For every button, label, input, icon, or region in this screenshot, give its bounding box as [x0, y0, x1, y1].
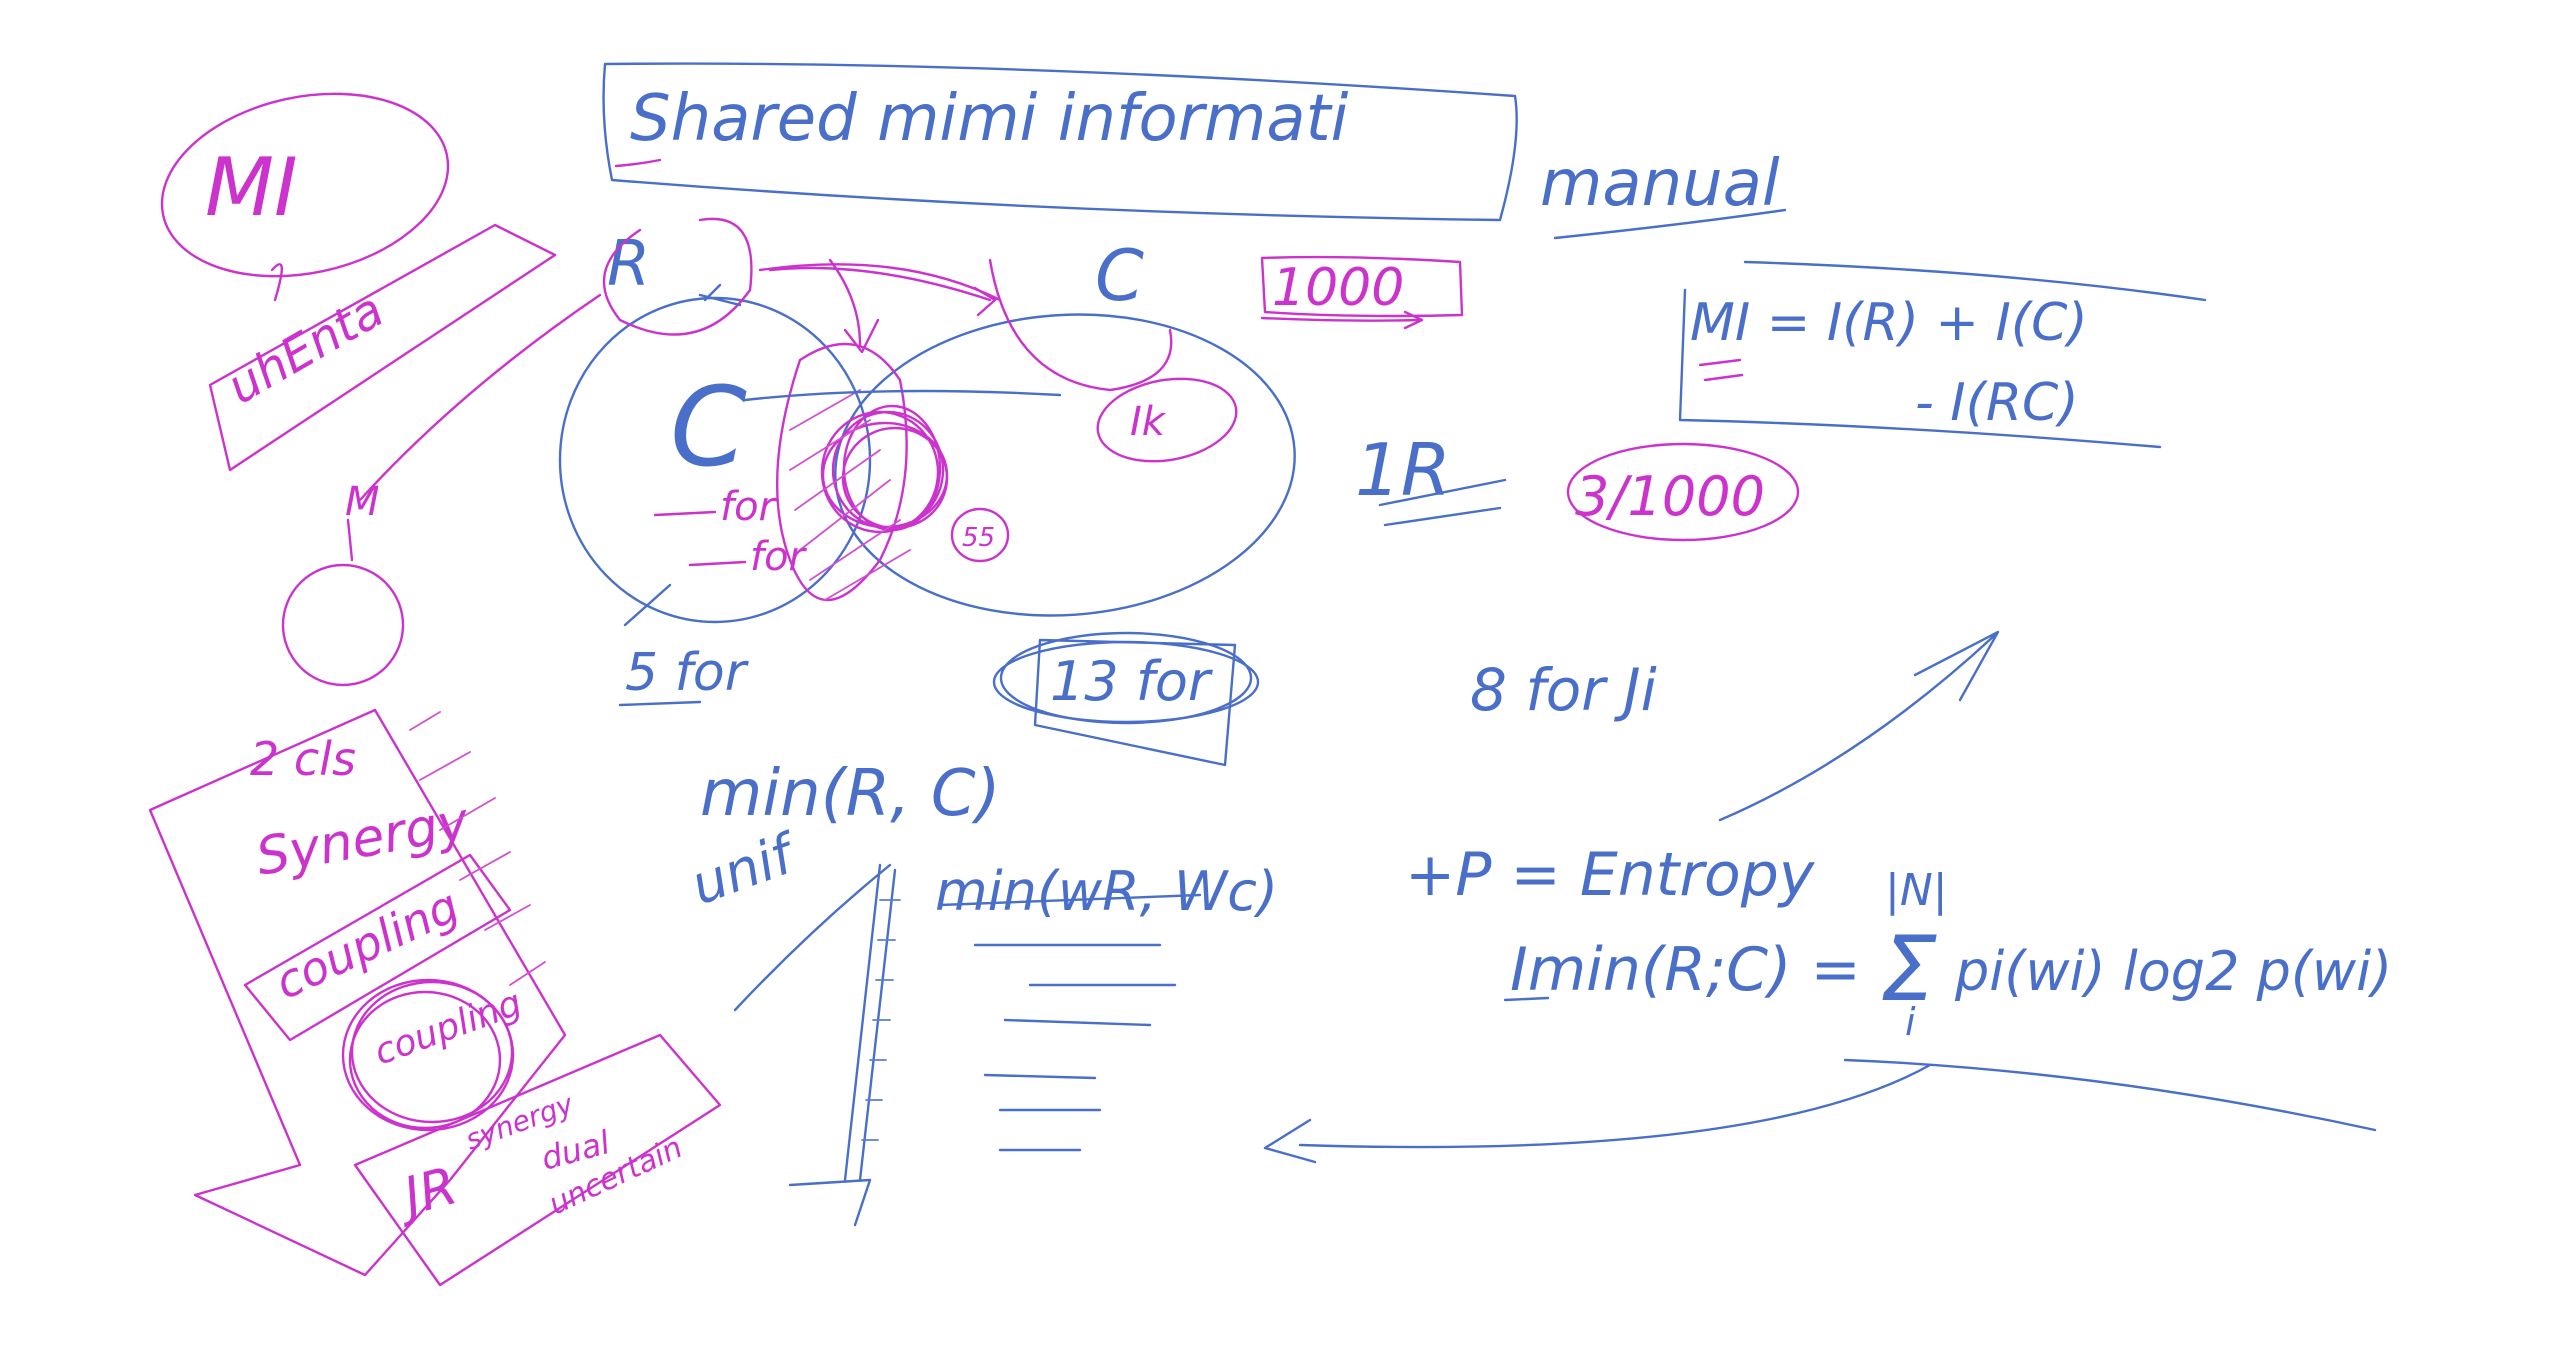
- for-label-2: for: [750, 534, 808, 580]
- mi-bubble-tail: [270, 263, 283, 302]
- long-arrow-up: [1718, 630, 2000, 822]
- tag-55-circle: [950, 507, 1010, 563]
- bar-lines: [938, 893, 1202, 1152]
- ik-bubble-text: Ik: [1130, 399, 1167, 445]
- small-circle: [281, 563, 405, 687]
- title-group: Shared mimi informati: [602, 62, 1518, 222]
- one-r-underline-1: [1378, 478, 1507, 507]
- five-for-underline: [618, 700, 702, 707]
- axis-ticks: [861, 899, 901, 1141]
- pink-loop-c: [988, 258, 1173, 392]
- return-arrow: [1263, 1063, 1932, 1164]
- formula-underline-long: [1843, 1058, 2377, 1132]
- five-for-text: 5 for: [625, 643, 750, 703]
- eight-for-text: 8 for Ji: [1470, 656, 1657, 724]
- counts-group: 5 for 13 for 8 for Ji: [618, 630, 2000, 822]
- c-inner-label: C: [670, 363, 747, 491]
- for-underline-2: [688, 560, 747, 567]
- pink-arrow-down: [828, 258, 880, 354]
- title-text: Shared mimi informati: [630, 82, 1349, 156]
- for-underline-1: [653, 510, 717, 517]
- min-w-text: min(wR, Wc): [935, 860, 1278, 923]
- thirteen-for-text: 13 for: [1050, 650, 1213, 713]
- mi-bubble-group: MI uhEnta: [160, 92, 557, 472]
- manual-group: manual 1000 1R 3/1000 MI = I(R) + I(C) -…: [1260, 147, 2207, 542]
- thirteen-box: [1033, 638, 1237, 767]
- tick-left: [623, 583, 672, 627]
- one-r-underline-2: [1383, 506, 1502, 527]
- i-min-bar: [1503, 996, 1550, 1002]
- sum-upper-text: |N|: [1885, 865, 1948, 916]
- c-label: C: [1095, 235, 1144, 317]
- manual-text: manual: [1540, 147, 1780, 221]
- formula-box: [1678, 260, 2207, 449]
- formula-mi-underline: [1698, 358, 1744, 382]
- i-min-text: Imin(R;C) =: [1510, 935, 1861, 1005]
- formula-line-1: MI = I(R) + I(C): [1690, 293, 2088, 353]
- pink-loop-r: [602, 217, 753, 336]
- pink-arrow-to-c: [768, 266, 997, 317]
- stack-coupling-text: coupling: [267, 878, 467, 1010]
- min-group: min(R, C) unif min(wR, Wc) +P = Entropy …: [683, 757, 2392, 1227]
- unif-text: unif: [683, 821, 807, 918]
- ik-bubble: [1096, 377, 1238, 463]
- stack-hatch: [409, 711, 546, 986]
- sum-terms-text: pi(wi) log2 p(wi): [1954, 940, 2392, 1003]
- coupling-oval-2: [348, 990, 502, 1130]
- coupling-box: [243, 853, 512, 1042]
- mi-label-box: [208, 223, 557, 472]
- venn-group: R C C Ik 55 for for: [558, 217, 1296, 627]
- sum-sigma: Σ: [1880, 917, 1937, 1022]
- core-scribble: [789, 389, 949, 601]
- sum-lower-text: i: [1905, 1000, 1916, 1044]
- pink-arc-top: [758, 263, 1002, 302]
- tag-55-text: 55: [962, 523, 995, 553]
- ratio-oval: [1566, 442, 1800, 542]
- bar-axis: [788, 863, 897, 1227]
- big-arrow-down: [358, 293, 602, 502]
- stack-synergy-text: Synergy: [252, 791, 474, 887]
- mi-bubble-text: MI: [205, 141, 298, 234]
- one-r-text: 1R: [1355, 428, 1451, 512]
- unif-arrow: [733, 863, 892, 1012]
- small-circle-tick: [346, 518, 354, 562]
- stack-group: M 2 cls Synergy coupling coupling JR syn…: [148, 293, 722, 1287]
- stack-outer: [148, 708, 567, 1277]
- thousand-box: [1260, 255, 1464, 318]
- thousand-text: 1000: [1272, 258, 1404, 318]
- manual-underline: [1553, 208, 1787, 240]
- stack-bottom-1: JR: [389, 1156, 463, 1230]
- coupling-oval-3: [350, 980, 514, 1124]
- mi-label-text: uhEnta: [218, 282, 393, 415]
- p-entropy-text: +P = Entropy: [1405, 840, 1816, 910]
- stack-2-text: 2 cls: [250, 732, 356, 786]
- ratio-text: 3/1000: [1575, 465, 1765, 528]
- for-label-1: for: [720, 484, 778, 530]
- c-ellipse: [834, 313, 1296, 617]
- title-underline: [614, 158, 662, 168]
- mi-bubble: [160, 92, 450, 278]
- stack-bottom-box: [353, 1033, 722, 1287]
- min-rc-text: min(R, C): [700, 757, 1000, 831]
- r-arrow-head: [698, 283, 742, 307]
- title-box: [602, 62, 1518, 222]
- r-arrow: [743, 389, 1062, 402]
- thousand-underline: [1260, 310, 1424, 330]
- intersection-outline: [776, 342, 908, 601]
- formula-line-2: - I(RC): [1915, 373, 2079, 433]
